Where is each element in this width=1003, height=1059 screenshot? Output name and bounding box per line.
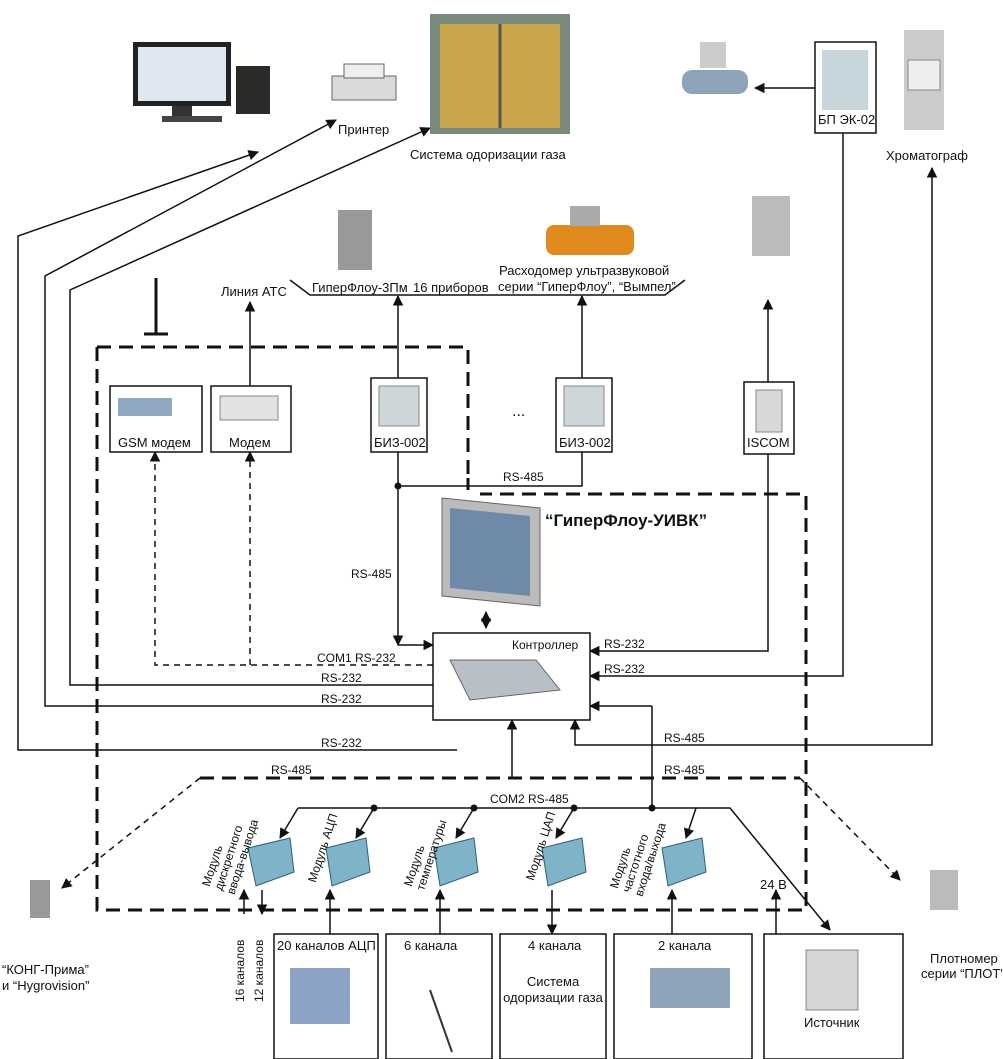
plot-label-2: серии “ПЛОТ” — [921, 966, 1003, 981]
modem-icon — [219, 395, 279, 421]
ultrasonic-label-2: серии “ГиперФлоу”, “Вымпел” — [498, 279, 676, 294]
iscom-icon — [755, 389, 783, 433]
adc20-label: 20 каналов АЦП — [277, 938, 376, 953]
controller-label: Контроллер — [512, 638, 579, 652]
odorization-label: Система одоризации газа — [410, 147, 566, 162]
rs485-plot-label: RS-485 — [664, 763, 705, 777]
com2-label: COM2 RS-485 — [490, 792, 569, 806]
chromatograph-label: Хроматограф — [886, 148, 968, 163]
dac-system-label-2: одоризации газа — [503, 990, 603, 1005]
rs232-printer-label: RS-232 — [321, 692, 362, 706]
kong-label-2: и “Hygrovision” — [2, 978, 90, 993]
ultrasonic-flowmeter-icon — [546, 206, 634, 255]
printer-icon — [331, 63, 397, 101]
uivk-enclosure — [95, 345, 808, 912]
flowmeter-icon — [682, 42, 748, 94]
rs485-chromatograph-label: RS-485 — [664, 731, 705, 745]
flow-computer-icon — [752, 196, 790, 256]
hyperflow-3pm-label: ГиперФлоу-3Пм — [312, 280, 408, 295]
source-label: Источник — [804, 1015, 860, 1030]
bp-label: БП ЭК-02 — [818, 112, 876, 127]
ultrasonic-label-1: Расходомер ультразвуковой — [499, 263, 670, 278]
system-title: “ГиперФлоу-УИВК” — [545, 511, 708, 530]
computer-icon — [133, 42, 270, 122]
chromatograph-icon — [904, 30, 944, 130]
temp-channels-label: 6 канала — [404, 938, 458, 953]
rs232-bp-label: RS-232 — [604, 662, 645, 676]
bp-ek02-icon — [822, 50, 868, 110]
rs485-vertical-label: RS-485 — [351, 567, 392, 581]
devices-count-label: 16 приборов — [413, 280, 489, 295]
odorization-cabinet-icon — [430, 14, 570, 134]
biz1-label: БИЗ-002 — [374, 435, 426, 450]
panel-pc-icon — [441, 497, 541, 607]
ch16-label: 16 каналов — [233, 939, 247, 1002]
wireless-links — [61, 450, 901, 889]
freq-channels-label: 2 канала — [658, 938, 712, 953]
rs232-odorization-label: RS-232 — [321, 671, 362, 685]
ch12-label: 12 каналов — [252, 939, 266, 1002]
gsm-modem-label: GSM модем — [118, 435, 191, 450]
controller-icon — [449, 659, 561, 701]
rs232-iscom-label: RS-232 — [604, 637, 645, 651]
kong-label-1: “КОНГ-Прима” — [2, 962, 89, 977]
gsm-modem-icon — [118, 398, 172, 416]
rs485-bus-label: RS-485 — [503, 470, 544, 484]
sensor-icons — [30, 870, 958, 1053]
io-module-icons — [247, 837, 707, 887]
rs232-computer-label: RS-232 — [321, 736, 362, 750]
antenna-icon — [144, 278, 168, 336]
com1-label: COM1 RS-232 — [317, 651, 396, 665]
dac-system-label-1: Система — [526, 974, 580, 989]
iscom-label: ISCOM — [747, 435, 790, 450]
rs485-kong-label: RS-485 — [271, 763, 312, 777]
ellipsis: ... — [512, 403, 526, 420]
hyperflow-3pm-icon — [338, 210, 372, 270]
dac-channels-label: 4 канала — [528, 938, 582, 953]
biz2-label: БИЗ-002 — [559, 435, 611, 450]
printer-label: Принтер — [338, 122, 390, 137]
modem-label: Модем — [229, 435, 271, 450]
plot-label-1: Плотномер — [930, 951, 998, 966]
biz-icon — [378, 385, 605, 427]
bus-junctions — [370, 482, 656, 812]
ats-line-label: Линия АТС — [221, 284, 287, 299]
voltage-label: 24 В — [760, 877, 787, 892]
